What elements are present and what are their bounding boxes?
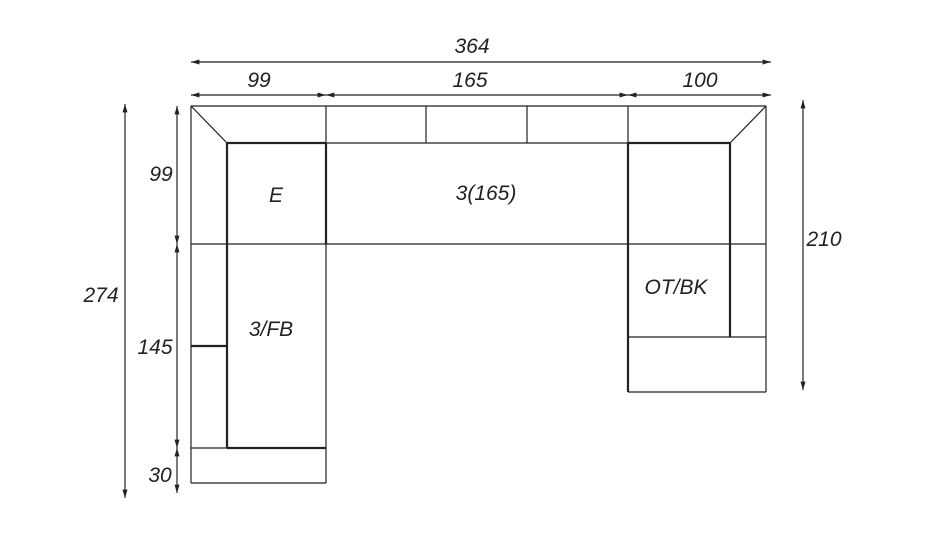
module-label-right: OT/BK	[644, 276, 708, 299]
dim-right-width: 100	[682, 69, 717, 92]
module-label-middle: 3(165)	[456, 182, 517, 205]
dim-left-bottom: 30	[148, 464, 172, 487]
dim-right-height: 210	[805, 228, 841, 251]
sofa-outline	[190, 105, 767, 484]
module-label-left: 3/FB	[249, 318, 293, 341]
dim-total-width: 364	[454, 35, 489, 58]
module-label-corner: E	[269, 184, 284, 207]
dimension-lines	[122, 59, 806, 498]
dim-left-back-depth: 99	[149, 163, 173, 186]
dim-left-middle: 145	[137, 336, 172, 359]
dim-total-height: 274	[82, 284, 118, 307]
dim-middle-width: 165	[452, 69, 487, 92]
dim-left-width: 99	[247, 69, 271, 92]
